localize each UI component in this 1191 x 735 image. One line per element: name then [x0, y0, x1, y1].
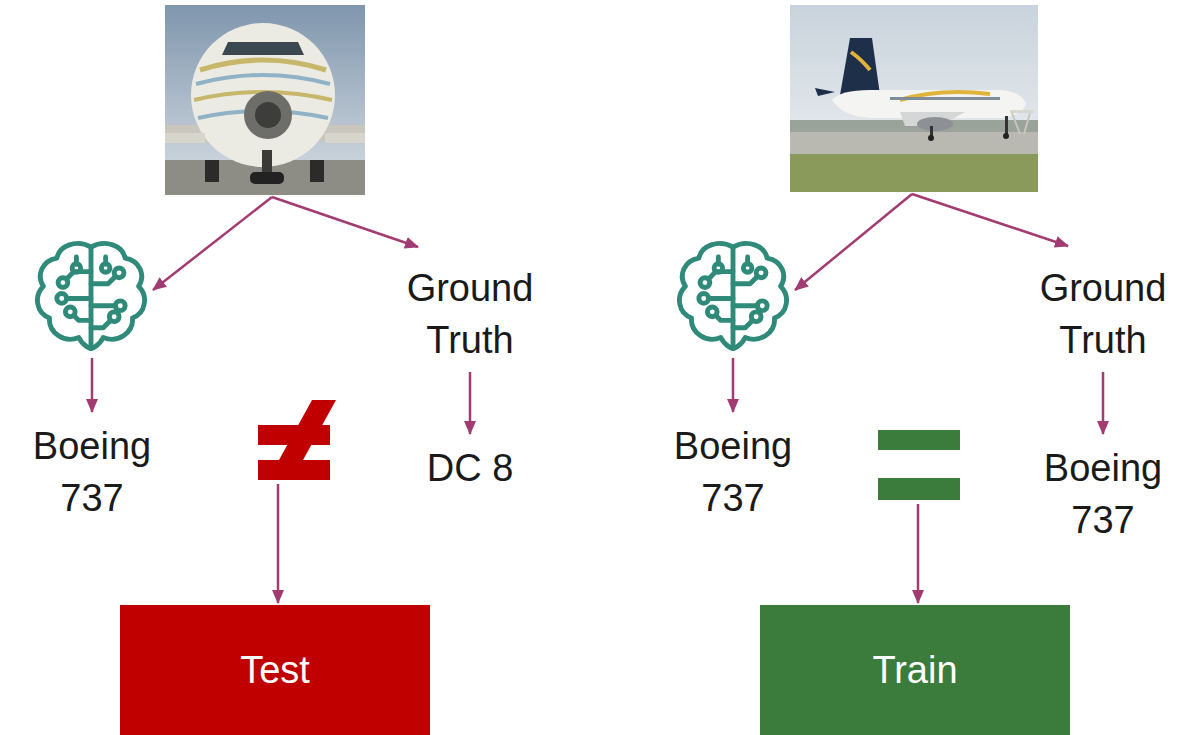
- stage-box: Test: [120, 605, 430, 735]
- arrow: [795, 194, 912, 290]
- stage-box: Train: [760, 605, 1070, 735]
- arrow: [912, 194, 1068, 246]
- model-icon: [679, 243, 786, 348]
- ground-truth-label: Ground Truth: [1023, 262, 1183, 366]
- class-label: DC 8: [390, 442, 550, 494]
- arrow: [91, 358, 94, 412]
- not-equal-symbol: [258, 400, 336, 480]
- aircraft-photo: [790, 5, 1038, 192]
- arrow: [272, 197, 418, 247]
- class-label: Boeing 737: [12, 420, 172, 524]
- arrow: [917, 504, 920, 603]
- stage-label: Train: [872, 647, 957, 693]
- arrow: [732, 358, 735, 412]
- stage-label: Test: [240, 647, 310, 693]
- class-label: Boeing 737: [653, 420, 813, 524]
- class-label: Boeing 737: [1023, 442, 1183, 546]
- model-icon: [37, 243, 144, 348]
- aircraft-photo: [165, 5, 365, 195]
- arrow: [1102, 372, 1105, 434]
- equal-symbol: [878, 430, 960, 500]
- arrow: [469, 372, 472, 434]
- arrow: [153, 197, 272, 290]
- ground-truth-label: Ground Truth: [390, 262, 550, 366]
- arrow: [277, 484, 280, 603]
